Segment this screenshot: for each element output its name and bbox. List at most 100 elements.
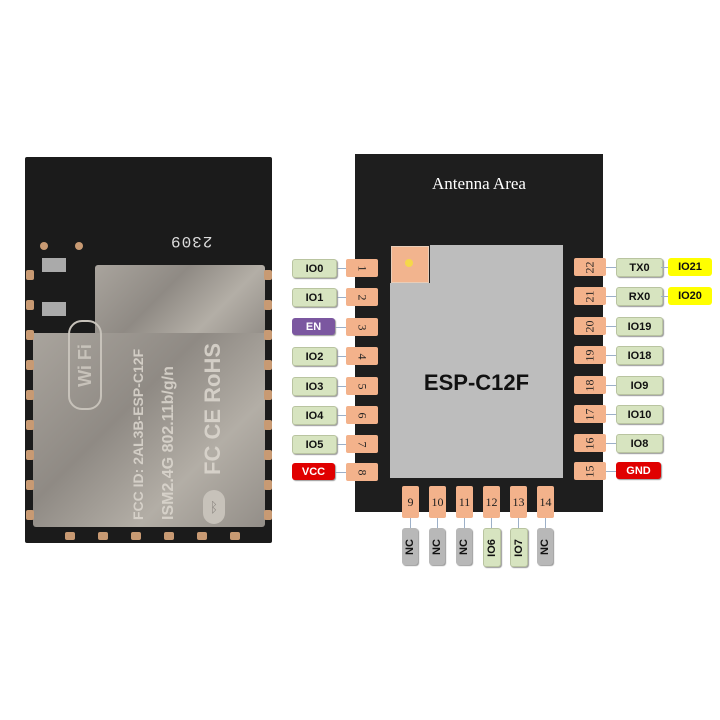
pin-wire [606, 414, 616, 415]
castellated-pad [230, 532, 240, 540]
pin-5: 5 [346, 377, 378, 395]
pin-label-nc: NC [402, 528, 418, 565]
pin-label-nc: NC [456, 528, 472, 565]
pin-22: 22 [574, 258, 606, 276]
pin-label-io2: IO2 [292, 347, 337, 366]
pin-label-io1: IO1 [292, 288, 337, 307]
pin-label-en: EN [292, 318, 335, 335]
pin-label-io10: IO10 [616, 405, 663, 424]
pin-wire [410, 518, 411, 528]
pin-11: 11 [456, 486, 473, 518]
via [75, 242, 83, 250]
castellated-pad [26, 330, 34, 340]
pin-label-io7: IO7 [510, 528, 528, 567]
pin-wire [335, 327, 347, 328]
pin-6: 6 [346, 406, 378, 424]
castellated-pad [264, 480, 272, 490]
pin-13: 13 [510, 486, 527, 518]
pin-10: 10 [429, 486, 446, 518]
pin-9: 9 [402, 486, 419, 518]
pin-7: 7 [346, 435, 378, 453]
pin-8: 8 [346, 463, 378, 481]
pin-label-io9: IO9 [616, 376, 663, 395]
pin-label-io19: IO19 [616, 317, 663, 336]
pin-label-io6: IO6 [483, 528, 501, 567]
chip-name: ESP-C12F [423, 370, 530, 395]
pin-19: 19 [574, 346, 606, 364]
pin-17: 17 [574, 405, 606, 423]
castellated-pad [26, 510, 34, 520]
pin-wire [335, 356, 347, 357]
castellated-pad [197, 532, 207, 540]
ism-text: ISM2.4G 802.11b/g/n [160, 366, 177, 520]
pin-wire [335, 472, 347, 473]
pin-14: 14 [537, 486, 554, 518]
pin-wire [335, 415, 347, 416]
pin-wire [661, 267, 668, 268]
date-marking: 2309 [170, 232, 213, 250]
castellated-pad [264, 420, 272, 430]
pin-20: 20 [574, 317, 606, 335]
via [40, 242, 48, 250]
pin-2: 2 [346, 288, 378, 306]
pin-wire [335, 297, 347, 298]
smd-component [42, 258, 66, 272]
smd-component [42, 302, 66, 316]
castellated-pad [26, 450, 34, 460]
pin-label-nc: NC [429, 528, 445, 565]
pin-label-io4: IO4 [292, 406, 337, 425]
castellated-pad [264, 360, 272, 370]
pin-alt-io21: IO21 [668, 258, 712, 276]
pin-wire [661, 296, 668, 297]
pin-label-tx0: TX0 [616, 258, 663, 277]
pin-wire [606, 355, 616, 356]
pin-wire [518, 518, 519, 528]
antenna-area-label: Antenna Area [432, 174, 526, 193]
pin-wire [606, 385, 616, 386]
castellated-pad [98, 532, 108, 540]
castellated-pad [264, 300, 272, 310]
castellated-pad [65, 532, 75, 540]
pin-label-io5: IO5 [292, 435, 337, 454]
fcc-id-text: FCC ID: 2AL3B-ESP-C12F [130, 348, 146, 520]
castellated-pad [264, 390, 272, 400]
pin-wire [335, 386, 347, 387]
wifi-logo: Wi Fi [68, 320, 102, 410]
pin-12: 12 [483, 486, 500, 518]
pin-label-io0: IO0 [292, 259, 337, 278]
pin1-dot [405, 259, 413, 267]
castellated-pad [264, 270, 272, 280]
pin-wire [491, 518, 492, 528]
rf-shield [33, 333, 265, 527]
castellated-pad [131, 532, 141, 540]
pin-label-vcc: VCC [292, 463, 335, 480]
pin-label-io3: IO3 [292, 377, 337, 396]
pin-18: 18 [574, 376, 606, 394]
pin-wire [545, 518, 546, 528]
pin-wire [606, 267, 616, 268]
pin-15: 15 [574, 462, 606, 480]
pin-wire [335, 268, 347, 269]
pin-wire [606, 296, 616, 297]
castellated-pad [26, 390, 34, 400]
pin-label-nc: NC [537, 528, 553, 565]
pin-label-io8: IO8 [616, 434, 663, 453]
chip-body [390, 245, 563, 478]
rf-shield-top [95, 265, 265, 335]
pin-label-rx0: RX0 [616, 287, 663, 306]
castellated-pad [26, 420, 34, 430]
castellated-pad [26, 300, 34, 310]
pin-wire [606, 326, 616, 327]
castellated-pad [26, 270, 34, 280]
cert-marks: FC CE RoHS [200, 343, 225, 475]
bluetooth-icon: ᛒ [203, 490, 225, 524]
pin-21: 21 [574, 287, 606, 305]
pin-3: 3 [346, 318, 378, 336]
castellated-pad [26, 360, 34, 370]
castellated-pad [264, 510, 272, 520]
pin-wire [606, 443, 616, 444]
pin-label-gnd: GND [616, 462, 661, 479]
pin-label-io18: IO18 [616, 346, 663, 365]
pin-wire [464, 518, 465, 528]
pin-wire [335, 444, 347, 445]
